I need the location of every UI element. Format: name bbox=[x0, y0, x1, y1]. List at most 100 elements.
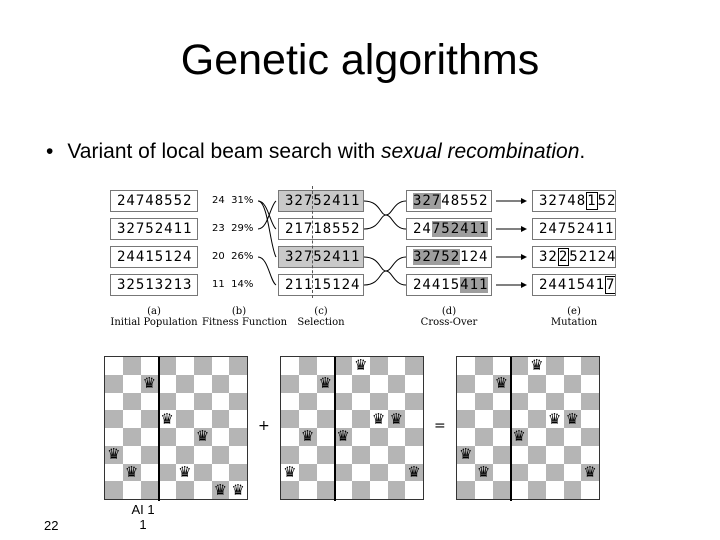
queen-icon: ♛ bbox=[512, 427, 526, 446]
crossover-state-3: 32752124 bbox=[406, 246, 492, 268]
board-square bbox=[176, 481, 194, 499]
board-square bbox=[545, 374, 564, 393]
caption-letter: (e) bbox=[567, 306, 581, 317]
board-square bbox=[334, 445, 352, 464]
board-square bbox=[474, 428, 493, 446]
board-square: ♛ bbox=[563, 410, 582, 428]
board-square bbox=[405, 481, 423, 499]
board-square: ♛ bbox=[158, 410, 176, 428]
fitness-pct: 26% bbox=[231, 251, 254, 262]
board-square bbox=[140, 392, 159, 411]
board-square bbox=[229, 428, 247, 446]
mutation-prefix: 32 bbox=[539, 249, 558, 265]
queen-icon: ♛ bbox=[283, 462, 297, 481]
board-square bbox=[369, 463, 388, 482]
board-square bbox=[281, 357, 299, 375]
crossover-point-line bbox=[312, 186, 313, 298]
bullet-text-start: Variant of local beam search with bbox=[67, 140, 381, 163]
queen-icon: ♛ bbox=[583, 462, 597, 481]
board-square bbox=[457, 410, 475, 428]
board-square bbox=[298, 410, 317, 428]
board-square bbox=[298, 392, 317, 411]
board-square bbox=[105, 481, 123, 499]
mutated-state-4: 24415417 bbox=[532, 274, 616, 296]
board-square bbox=[528, 410, 546, 428]
board-square bbox=[316, 428, 335, 446]
crossover-parent-part: 24 bbox=[413, 221, 432, 237]
board-square bbox=[510, 445, 528, 464]
crossover-child-part: 411 bbox=[460, 277, 489, 293]
board-square bbox=[334, 392, 352, 411]
crossover-child-part: 124 bbox=[460, 249, 489, 265]
board-square bbox=[298, 357, 317, 375]
board-square bbox=[176, 357, 194, 375]
queen-icon: ♛ bbox=[318, 374, 333, 393]
queen-icon: ♛ bbox=[213, 480, 228, 499]
fitness-row-3: 20 26% bbox=[212, 251, 253, 262]
board-square bbox=[457, 463, 475, 482]
board-square bbox=[176, 410, 194, 428]
board-square bbox=[211, 392, 230, 411]
bullet-text: •Variant of local beam search with sexua… bbox=[46, 140, 585, 164]
board-square bbox=[545, 481, 564, 499]
board-square bbox=[193, 357, 212, 375]
board-square: ♛ bbox=[193, 428, 212, 446]
mutated-state-3: 32252124 bbox=[532, 246, 616, 268]
board-square bbox=[405, 445, 423, 464]
board-square bbox=[563, 357, 582, 375]
queen-icon: ♛ bbox=[476, 462, 491, 481]
bullet-text-end: . bbox=[579, 140, 586, 163]
board-square bbox=[281, 410, 299, 428]
board-square bbox=[387, 392, 406, 411]
board-square: ♛ bbox=[510, 428, 528, 446]
crossover-child-part: 752411 bbox=[431, 221, 489, 237]
board-square bbox=[474, 357, 493, 375]
caption-label: Fitness Function bbox=[202, 317, 288, 328]
queen-icon: ♛ bbox=[354, 356, 368, 375]
selected-state-1: 32752411 bbox=[278, 190, 364, 212]
selected-state-4: 21115124 bbox=[278, 274, 364, 296]
caption-label: Selection bbox=[297, 317, 345, 328]
crossover-parent-part: 327 bbox=[413, 193, 442, 209]
board-square bbox=[229, 445, 247, 464]
board-square bbox=[457, 392, 475, 411]
board-square bbox=[140, 481, 159, 499]
board-square: ♛ bbox=[316, 374, 335, 393]
board-square bbox=[545, 463, 564, 482]
board-square bbox=[334, 374, 352, 393]
board-square bbox=[281, 481, 299, 499]
board-square bbox=[352, 445, 370, 464]
caption-fitness-function: (b)Fitness Function bbox=[202, 306, 288, 328]
board-square bbox=[158, 428, 176, 446]
queen-icon: ♛ bbox=[389, 409, 404, 428]
selected-state-2: 21718552 bbox=[278, 218, 364, 240]
board-square bbox=[545, 445, 564, 464]
board-square bbox=[387, 357, 406, 375]
board-square bbox=[298, 445, 317, 464]
mutation-suffix: 52 bbox=[597, 193, 616, 209]
board-square bbox=[528, 445, 546, 464]
board-square bbox=[510, 374, 528, 393]
footer-ai-line1: AI 1 bbox=[131, 502, 155, 517]
queen-icon: ♛ bbox=[124, 462, 139, 481]
board-square bbox=[158, 463, 176, 482]
board-square bbox=[492, 445, 511, 464]
board-square bbox=[298, 463, 317, 482]
board-square bbox=[563, 481, 582, 499]
board-square: ♛ bbox=[581, 462, 599, 482]
board-square bbox=[492, 357, 511, 375]
board-square bbox=[281, 445, 299, 464]
selection-arrows bbox=[257, 200, 277, 286]
queen-icon: ♛ bbox=[336, 427, 350, 446]
queen-icon: ♛ bbox=[107, 445, 121, 464]
caption-label: Initial Population bbox=[110, 317, 198, 328]
board-square bbox=[387, 428, 406, 446]
board-square bbox=[387, 374, 406, 393]
queen-icon: ♛ bbox=[160, 409, 174, 428]
board-square bbox=[140, 410, 159, 428]
footer-ai-line2: 1 bbox=[139, 517, 147, 532]
board-square bbox=[492, 410, 511, 428]
mutated-digit: 2 bbox=[557, 248, 570, 266]
board-square bbox=[193, 410, 212, 428]
board-square bbox=[158, 481, 176, 499]
